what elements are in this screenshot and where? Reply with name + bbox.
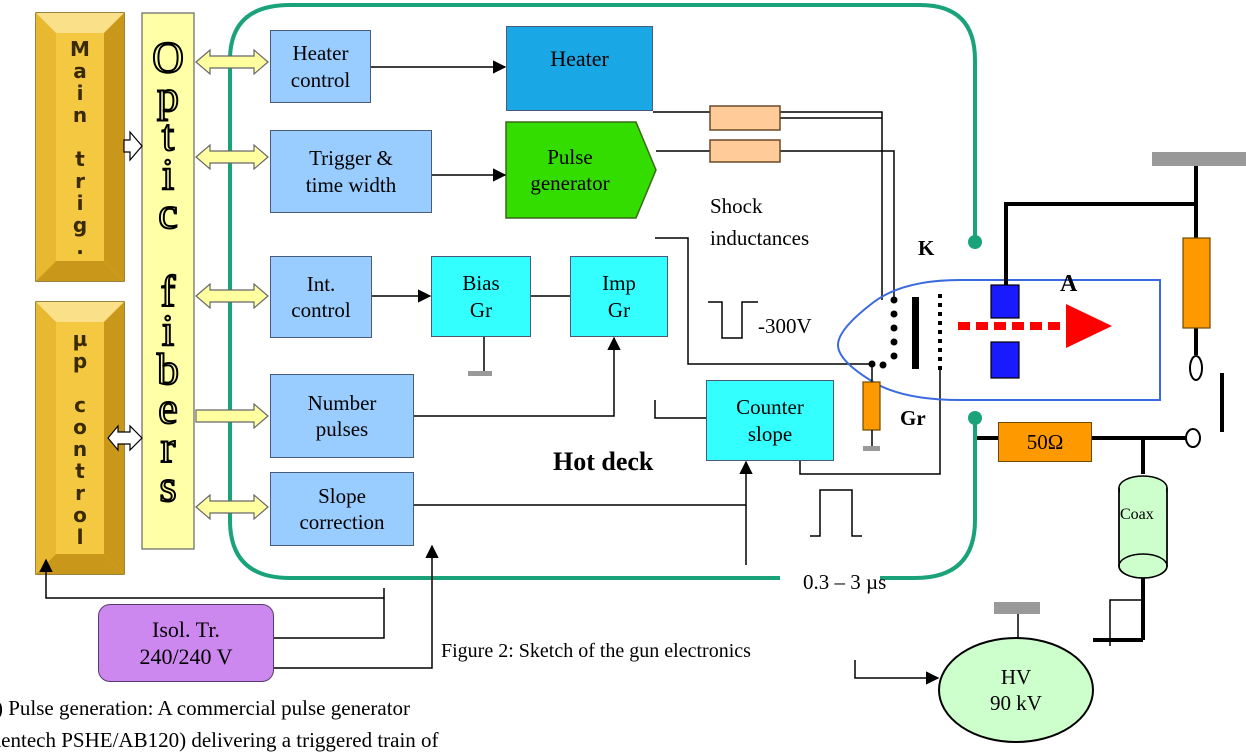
line-counter-left <box>654 400 706 419</box>
hot-deck-label: Hot deck <box>553 447 654 476</box>
spark-gap-upper <box>1189 355 1203 381</box>
line-coax-50 <box>1109 574 1144 646</box>
arrow-caption-hv <box>854 660 940 685</box>
main-trig-panel <box>35 12 125 282</box>
heater-control-box: Heater control <box>270 30 371 103</box>
body-text-line-2: Kentech PSHE/AB120) delivering a trigger… <box>0 728 439 752</box>
fiber-link-heater <box>195 48 269 76</box>
positive-pulse-waveform <box>810 489 862 537</box>
negative-pulse-waveform <box>708 301 758 339</box>
optic-fibers-label: O p t i c f i b e r s <box>151 33 185 511</box>
coax-shape <box>1118 475 1168 579</box>
cathode-plate <box>912 297 919 369</box>
number-pulses-box: Number pulses <box>270 374 414 458</box>
optic-fibers-column <box>141 12 195 550</box>
gun-outline <box>836 279 1161 401</box>
arrow-number-imp <box>414 336 621 417</box>
hv-label: HV 90 kV <box>990 664 1042 715</box>
pulse-generator-label: Pulse generator <box>530 144 610 195</box>
fiber-link-int <box>195 282 269 310</box>
slope-correction-box: Slope correction <box>270 472 414 546</box>
up-control-label: µ p c o n t r o l <box>72 327 88 549</box>
line-shock-to-cathode <box>655 237 872 365</box>
heater-box: Heater <box>506 26 653 111</box>
shock-inductance-2 <box>709 139 781 163</box>
anode-a-label: A <box>1060 271 1078 297</box>
hollow-arrow-up <box>107 424 143 452</box>
r50-box: 50Ω <box>998 422 1092 462</box>
int-control-box: Int. control <box>270 256 372 338</box>
arrow-isol-counter <box>274 544 439 669</box>
cathode-resistor <box>862 381 881 431</box>
hv-ground-bar <box>994 602 1040 614</box>
pulse-generator-shape <box>505 121 657 219</box>
anode-electrode-bottom <box>990 341 1020 379</box>
anode-feed-line <box>1004 202 1196 285</box>
minus-300v-label: -300V <box>758 314 812 338</box>
fiber-link-slope <box>195 493 269 521</box>
bias-gr-box: Bias Gr <box>431 256 531 337</box>
figure-caption: Figure 2: Sketch of the gun electronics <box>441 640 751 662</box>
shock-inductance-1 <box>709 105 781 131</box>
hot-deck-terminal-bottom <box>968 411 982 425</box>
electron-beam-head <box>1066 304 1112 348</box>
right-resistor <box>1182 237 1211 329</box>
hollow-arrow-trig <box>123 130 143 162</box>
grid-gr-label: Gr <box>900 406 926 430</box>
hot-deck-terminal-top <box>968 235 982 249</box>
shock-inductances-label: Shock inductances <box>710 194 810 250</box>
coax-label: Coax <box>1120 506 1154 523</box>
top-ground-bar <box>1152 152 1246 166</box>
isol-tr-box: Isol. Tr. 240/240 V <box>98 604 274 682</box>
cathode-ground <box>863 446 880 451</box>
body-text-line-1: ) Pulse generation: A commercial pulse g… <box>0 696 411 720</box>
counter-slope-box: Counter slope <box>706 380 834 461</box>
cathode-k-label: K <box>918 236 935 260</box>
imp-gr-box: Imp Gr <box>570 256 668 337</box>
arrow-isol-main <box>39 558 385 599</box>
trigger-time-width-box: Trigger & time width <box>270 130 432 213</box>
cathode-dots <box>868 296 898 369</box>
line-isol-slope <box>274 598 385 639</box>
pulse-width-label: 0.3 – 3 µs <box>803 570 887 594</box>
main-trig-label: M a i n t r i g . <box>70 37 90 259</box>
line-counter-to-grid <box>799 370 941 475</box>
fiber-link-number <box>195 402 269 430</box>
line-pulsegen-lower <box>780 150 895 300</box>
bias-gr-ground <box>468 371 492 376</box>
anode-electrode-top <box>990 284 1020 319</box>
fiber-link-trigger <box>195 143 269 171</box>
hot-deck-boundary <box>228 3 977 580</box>
spark-gap-lower <box>1185 428 1201 448</box>
hv-supply-shape <box>938 637 1094 743</box>
